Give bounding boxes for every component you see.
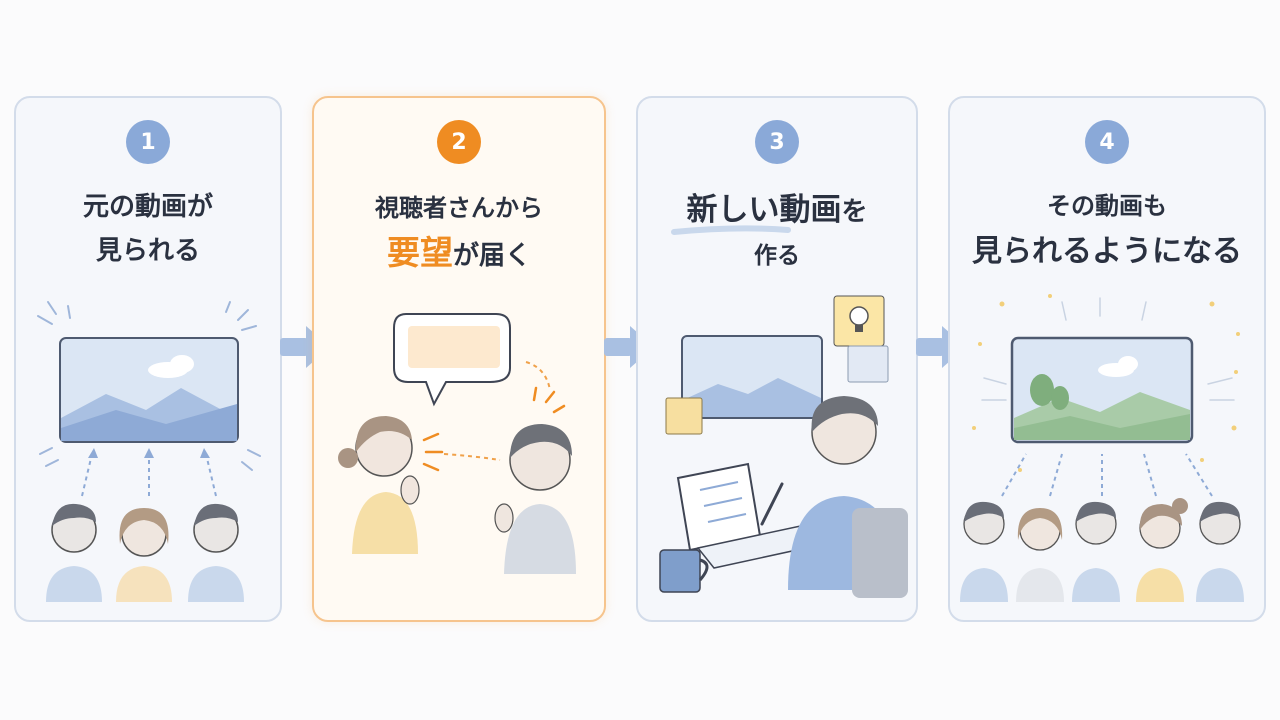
creating-video-illustration bbox=[659, 225, 908, 598]
step-title-line1: その動画も bbox=[1047, 192, 1167, 220]
viewer-request-illustration bbox=[338, 313, 576, 574]
speech-bubble-icon bbox=[393, 313, 511, 407]
audience-watching-video-illustration bbox=[37, 301, 261, 602]
sparkle-icon bbox=[972, 294, 1240, 472]
emphasis-request: 要望 bbox=[386, 233, 453, 272]
step-number-badge: 4 bbox=[1085, 120, 1129, 164]
emphasis-new-video: 新しい動画 bbox=[686, 192, 842, 228]
step-card-3: 3 新しい動画を 作る bbox=[636, 96, 918, 622]
step-card-2: 2 視聴者さんから 要望が届く bbox=[312, 96, 606, 622]
step-title-line2: 要望が届く bbox=[314, 226, 604, 274]
step-title-line1-rest: を bbox=[841, 197, 868, 227]
pen-icon bbox=[760, 482, 784, 526]
step-title-line1: 元の動画が bbox=[82, 192, 213, 222]
many-viewers-watching-illustration bbox=[960, 294, 1244, 602]
step-title-line2: 見られる bbox=[95, 236, 200, 266]
lightbulb-icon bbox=[833, 295, 885, 347]
step-card-1: 1 元の動画が 見られる bbox=[14, 96, 282, 622]
mug-icon bbox=[659, 549, 709, 593]
step-title-line2: 作る bbox=[754, 243, 800, 269]
step-title-line2-rest: が届く bbox=[452, 241, 531, 271]
step-number-badge: 1 bbox=[126, 120, 170, 164]
step-card-4: 4 その動画も 見られるようになる bbox=[948, 96, 1266, 622]
step-title-line2: 見られるようになる bbox=[972, 234, 1242, 269]
step-title-line1: 新しい動画を bbox=[638, 184, 916, 229]
step-title-line1: 視聴者さんから bbox=[375, 194, 543, 222]
step-number-badge: 3 bbox=[755, 120, 799, 164]
step-number-badge: 2 bbox=[437, 120, 481, 164]
